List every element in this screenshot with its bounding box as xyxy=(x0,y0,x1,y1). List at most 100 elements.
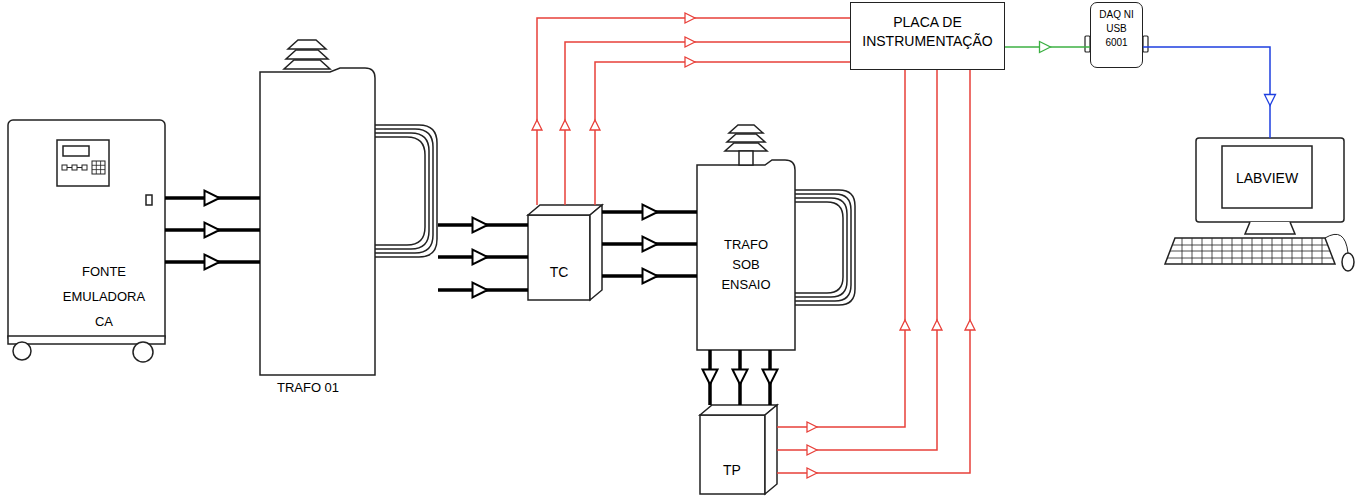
keyboard xyxy=(1165,238,1335,264)
wire xyxy=(777,70,905,427)
usb-line xyxy=(1005,42,1090,53)
power-line xyxy=(165,191,260,206)
bushing-disc xyxy=(286,50,328,59)
instrumentation-board: PLACA DE INSTRUMENTAÇÃO xyxy=(850,2,1005,70)
box-top xyxy=(700,405,777,415)
arrowhead xyxy=(643,237,658,252)
transformer-box: TRAFO 01 xyxy=(260,40,438,398)
box-side xyxy=(765,405,777,494)
panel-key xyxy=(62,165,67,170)
transformer-core xyxy=(375,125,437,257)
power-line xyxy=(165,223,260,238)
wire xyxy=(537,18,850,205)
transformer-body xyxy=(697,160,795,350)
node-label: FONTE EMULADORA CA xyxy=(58,259,150,334)
arrowhead xyxy=(685,57,695,67)
keypad-grid xyxy=(92,161,105,174)
arrowhead xyxy=(590,120,600,130)
monitor-screen xyxy=(1222,146,1312,208)
arrowhead xyxy=(643,269,658,284)
mouse xyxy=(1342,253,1354,271)
arrowhead xyxy=(1265,95,1276,106)
arrowhead xyxy=(932,320,942,330)
bushing-neck xyxy=(739,151,753,165)
panel-key xyxy=(82,165,87,170)
arrowhead xyxy=(473,250,488,265)
power-line xyxy=(438,283,528,298)
node-label: TC xyxy=(539,263,579,281)
box-front xyxy=(700,415,765,494)
monitor-stand xyxy=(1245,222,1295,234)
wire xyxy=(777,70,970,473)
usb-port xyxy=(1143,36,1148,52)
source-cabinet xyxy=(8,120,165,362)
arrowhead xyxy=(532,120,542,130)
transformer-core xyxy=(795,190,855,305)
wire xyxy=(595,62,850,205)
computer xyxy=(1165,138,1354,271)
bushing-disc xyxy=(729,125,763,133)
core-loop xyxy=(375,129,433,253)
arrowhead xyxy=(965,320,975,330)
arrowhead xyxy=(685,13,695,23)
node-label: PLACA DE INSTRUMENTAÇÃO xyxy=(851,13,1004,51)
source-box: FONTE EMULADORA CA xyxy=(8,118,165,346)
arrowhead xyxy=(763,370,778,385)
arrowhead xyxy=(205,191,220,206)
arrowhead xyxy=(733,370,748,385)
core-loop xyxy=(375,137,425,245)
power-line xyxy=(602,269,697,284)
mouse-cord xyxy=(1325,234,1348,253)
signal-line xyxy=(777,70,910,432)
wheel xyxy=(13,342,31,360)
arrowhead xyxy=(703,370,718,385)
core-loop xyxy=(375,125,437,257)
arrowhead xyxy=(900,320,910,330)
wheel xyxy=(133,342,153,362)
wire xyxy=(777,70,937,450)
panel-display xyxy=(63,146,89,156)
ct-box: TC xyxy=(528,205,602,300)
keyboard-keys xyxy=(1167,238,1333,264)
bushing-disc xyxy=(284,60,330,69)
current-transformer xyxy=(528,205,602,300)
power-line xyxy=(763,350,778,405)
panel-key-link xyxy=(67,167,82,168)
core-loop xyxy=(795,198,847,297)
arrowhead xyxy=(205,223,220,238)
daq-device: DAQ NI USB 6001 xyxy=(1090,2,1143,68)
power-line xyxy=(602,237,697,252)
power-line xyxy=(165,255,260,270)
transformer-body xyxy=(260,68,375,375)
signal-line xyxy=(560,37,850,205)
power-line xyxy=(438,250,528,265)
node-label: TP xyxy=(712,461,752,479)
panel-key xyxy=(72,165,77,170)
pt-box: TP xyxy=(700,405,777,495)
monitor-frame xyxy=(1196,138,1344,222)
wire xyxy=(565,42,850,205)
bushing-disc xyxy=(288,40,326,49)
arrowhead xyxy=(807,422,817,432)
computer-monitor: LABVIEW xyxy=(1196,138,1344,222)
usb-line xyxy=(1143,47,1276,138)
node-label: TRAFO 01 xyxy=(262,379,354,397)
bushing-disc xyxy=(725,143,767,151)
signal-line xyxy=(777,70,942,455)
wire xyxy=(1143,47,1270,138)
cabinet-body xyxy=(8,120,165,342)
core-loop xyxy=(795,194,851,301)
signal-line xyxy=(532,13,850,205)
arrowhead xyxy=(807,445,817,455)
keypad xyxy=(92,161,105,174)
signal-line xyxy=(777,70,975,478)
signal-line xyxy=(590,57,850,205)
arrowhead xyxy=(1040,42,1051,53)
transformer-01 xyxy=(260,40,437,375)
arrowhead xyxy=(560,120,570,130)
box-side xyxy=(590,205,602,300)
arrowhead xyxy=(807,468,817,478)
transformer-under-test xyxy=(697,125,855,350)
